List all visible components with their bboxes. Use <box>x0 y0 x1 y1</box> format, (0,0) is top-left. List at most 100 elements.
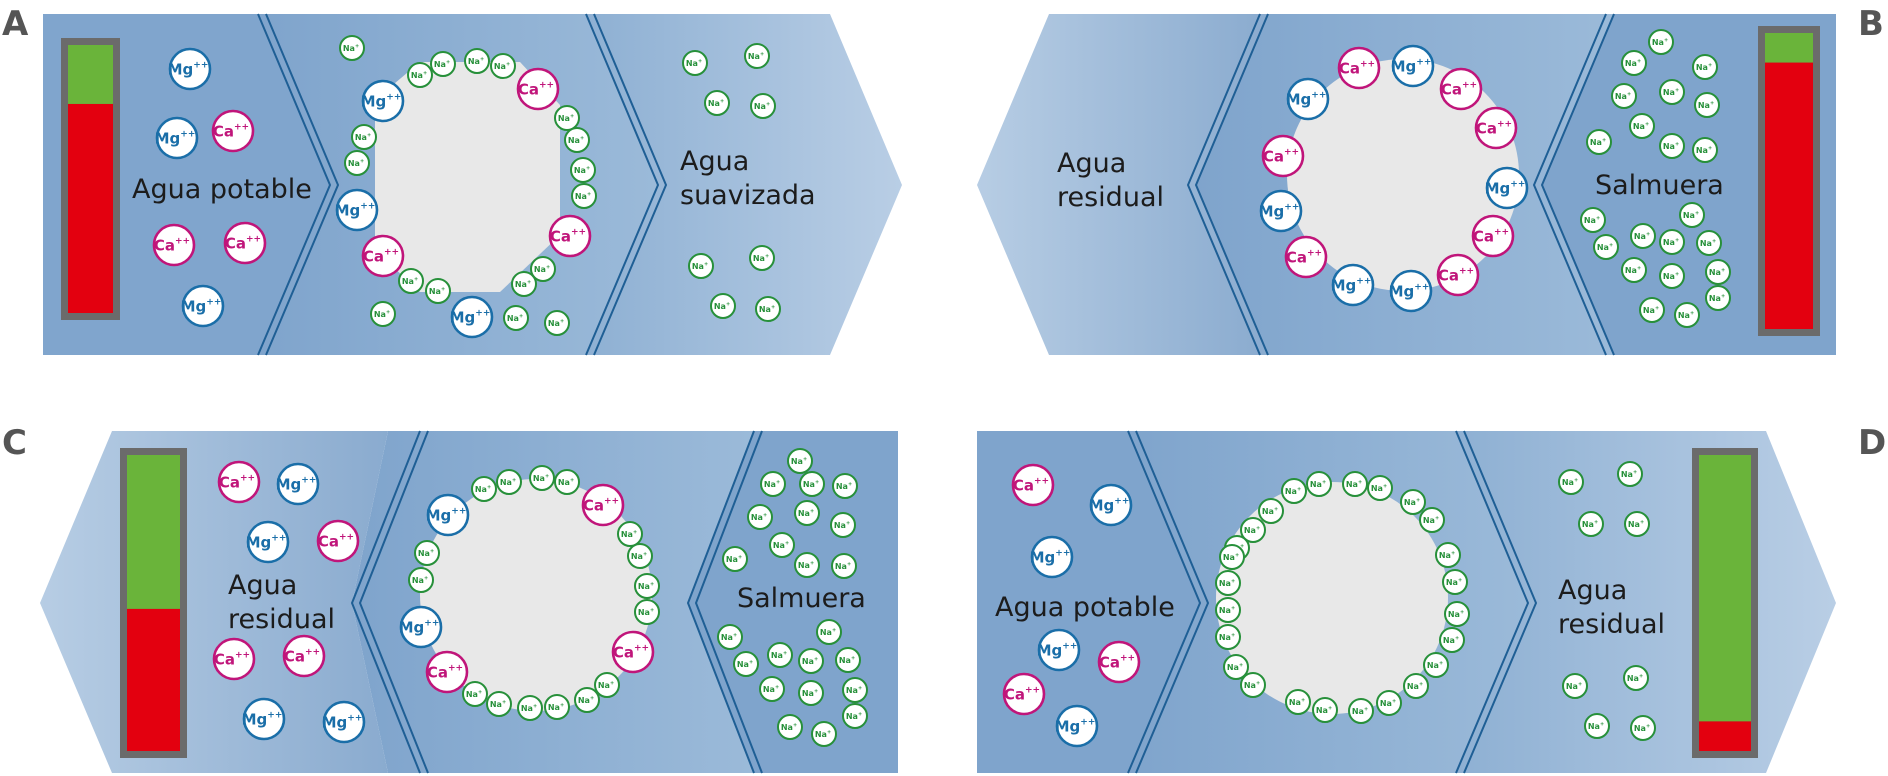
svg-text:Na+: Na+ <box>1652 37 1668 47</box>
svg-text:Mg++: Mg++ <box>276 475 317 493</box>
svg-text:Na+: Na+ <box>1663 141 1679 151</box>
svg-text:Na+: Na+ <box>1700 238 1716 248</box>
magnesium-ion-icon: Mg++ <box>1286 77 1330 121</box>
sodium-ion-icon: Na+ <box>798 648 824 674</box>
svg-text:Na+: Na+ <box>1423 515 1439 525</box>
sodium-ion-icon: Na+ <box>370 301 396 327</box>
calcium-ion-icon: Ca++ <box>316 519 360 563</box>
panel-a-outlet-section <box>586 14 902 355</box>
sodium-ion-icon: Na+ <box>1240 672 1266 698</box>
svg-text:Na+: Na+ <box>638 607 654 617</box>
sodium-ion-icon: Na+ <box>1240 517 1266 543</box>
sodium-ion-icon: Na+ <box>574 687 600 713</box>
svg-text:Ca++: Ca++ <box>284 647 320 665</box>
sodium-ion-icon: Na+ <box>1621 257 1647 283</box>
sodium-ion-icon: Na+ <box>1312 697 1338 723</box>
svg-text:Mg++: Mg++ <box>361 92 402 110</box>
svg-text:Na+: Na+ <box>846 711 862 721</box>
svg-text:Na+: Na+ <box>500 477 516 487</box>
magnesium-ion-icon: Mg++ <box>1331 263 1375 307</box>
svg-text:Ca++: Ca++ <box>1476 119 1512 137</box>
sodium-ion-icon: Na+ <box>1659 133 1685 159</box>
svg-text:Na+: Na+ <box>1244 525 1260 535</box>
sodium-ion-icon: Na+ <box>430 51 456 77</box>
svg-text:Ca++: Ca++ <box>1004 685 1040 703</box>
svg-text:Na+: Na+ <box>1346 479 1362 489</box>
panel-letter-c: C <box>2 423 27 463</box>
svg-text:Na+: Na+ <box>575 191 591 201</box>
sodium-ion-icon: Na+ <box>1705 259 1731 285</box>
magnesium-ion-icon: Mg++ <box>335 188 379 232</box>
sodium-ion-icon: Na+ <box>1423 652 1449 678</box>
svg-text:Ca++: Ca++ <box>550 227 586 245</box>
calcium-ion-icon: Ca++ <box>211 109 255 153</box>
svg-text:Na+: Na+ <box>1663 271 1679 281</box>
stage-label-outlet-line1: Agua <box>1558 575 1627 606</box>
svg-text:Na+: Na+ <box>1709 293 1725 303</box>
calcium-ion-icon: Ca++ <box>282 634 326 678</box>
svg-text:Na+: Na+ <box>708 98 724 108</box>
sodium-ion-icon: Na+ <box>1694 92 1720 118</box>
sodium-ion-icon: Na+ <box>1586 129 1612 155</box>
svg-text:Na+: Na+ <box>621 529 637 539</box>
svg-text:Ca++: Ca++ <box>1013 476 1049 494</box>
svg-text:Mg++: Mg++ <box>322 713 363 731</box>
sodium-ion-icon: Na+ <box>1215 597 1241 623</box>
svg-text:Na+: Na+ <box>1262 506 1278 516</box>
svg-text:Na+: Na+ <box>1588 721 1604 731</box>
sodium-ion-icon: Na+ <box>1215 624 1241 650</box>
panel-b-divider-2 <box>1532 13 1615 356</box>
sodium-ion-icon: Na+ <box>794 552 820 578</box>
calcium-ion-icon: Ca++ <box>1002 672 1046 716</box>
svg-text:Na+: Na+ <box>1244 680 1260 690</box>
sodium-ion-icon: Na+ <box>744 43 770 69</box>
gauge-fill-remaining <box>127 455 180 609</box>
sodium-ion-icon: Na+ <box>749 245 775 271</box>
svg-text:Ca++: Ca++ <box>1339 59 1375 77</box>
svg-text:Na+: Na+ <box>1227 662 1243 672</box>
svg-text:Na+: Na+ <box>1566 681 1582 691</box>
svg-text:Na+: Na+ <box>548 702 564 712</box>
sodium-ion-icon: Na+ <box>755 296 781 322</box>
svg-text:Na+: Na+ <box>1615 91 1631 101</box>
calcium-ion-icon: Ca++ <box>1261 134 1305 178</box>
svg-text:Na+: Na+ <box>1643 305 1659 315</box>
svg-text:Na+: Na+ <box>748 51 764 61</box>
sodium-ion-icon: Na+ <box>710 293 736 319</box>
svg-text:Na+: Na+ <box>721 632 737 642</box>
calcium-ion-icon: Ca++ <box>548 214 592 258</box>
sodium-ion-icon: Na+ <box>787 448 813 474</box>
sodium-ion-icon: Na+ <box>1584 713 1610 739</box>
sodium-ion-icon: Na+ <box>462 681 488 707</box>
sodium-ion-icon: Na+ <box>486 691 512 717</box>
svg-text:Na+: Na+ <box>1696 145 1712 155</box>
calcium-ion-icon: Ca++ <box>1011 463 1055 507</box>
sodium-ion-icon: Na+ <box>1696 230 1722 256</box>
sodium-ion-icon: Na+ <box>634 599 660 625</box>
svg-text:Na+: Na+ <box>1443 635 1459 645</box>
sodium-ion-icon: Na+ <box>811 721 837 747</box>
svg-text:Mg++: Mg++ <box>335 201 376 219</box>
sodium-ion-icon: Na+ <box>1376 690 1402 716</box>
sodium-ion-icon: Na+ <box>1623 665 1649 691</box>
svg-text:Mg++: Mg++ <box>1055 717 1096 735</box>
resin-bead <box>1287 59 1519 291</box>
sodium-ion-icon: Na+ <box>496 469 522 495</box>
sodium-ion-icon: Na+ <box>794 500 820 526</box>
svg-text:Na+: Na+ <box>714 301 730 311</box>
sodium-ion-icon: Na+ <box>1624 511 1650 537</box>
svg-text:Na+: Na+ <box>802 656 818 666</box>
sodium-ion-icon: Na+ <box>1679 202 1705 228</box>
magnesium-ion-icon: Mg++ <box>1055 704 1099 748</box>
svg-text:Na+: Na+ <box>468 56 484 66</box>
sodium-ion-icon: Na+ <box>1558 469 1584 495</box>
sodium-ion-icon: Na+ <box>627 543 653 569</box>
sodium-ion-icon: Na+ <box>1281 478 1307 504</box>
gauge-fill-used <box>1699 721 1751 751</box>
svg-text:Na+: Na+ <box>1663 237 1679 247</box>
magnesium-ion-icon: Mg++ <box>1389 269 1433 313</box>
svg-text:Na+: Na+ <box>726 554 742 564</box>
svg-text:Na+: Na+ <box>534 264 550 274</box>
sodium-ion-icon: Na+ <box>1659 79 1685 105</box>
stage-label-outlet-line1: Agua <box>680 146 749 177</box>
